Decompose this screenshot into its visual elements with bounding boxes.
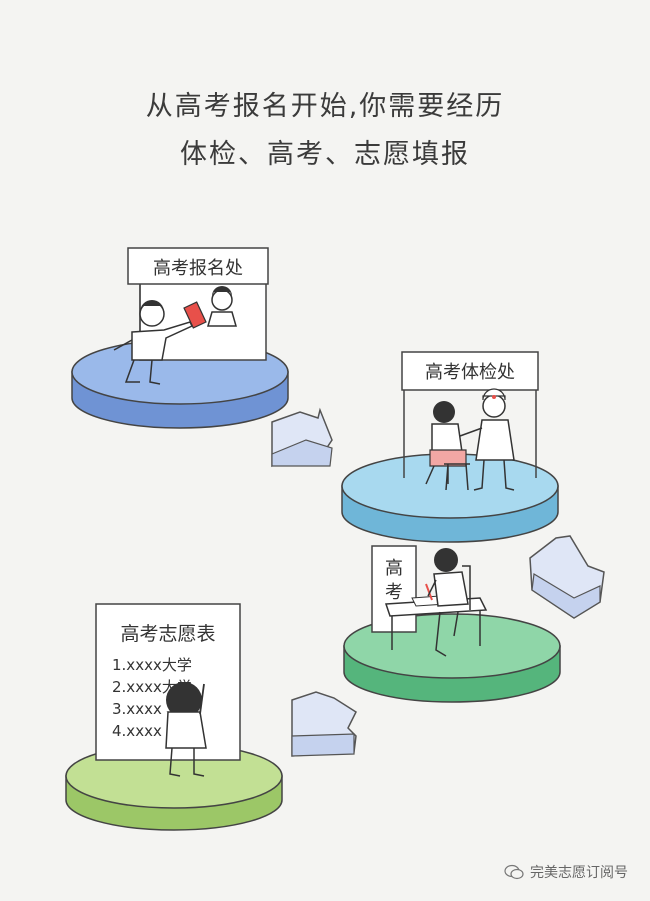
exam-sign-char-1: 高 xyxy=(385,558,403,579)
form-child xyxy=(165,682,207,777)
platform-checkup xyxy=(341,453,559,543)
heading-line-2: 体检、高考、志愿填报 xyxy=(180,139,470,170)
form-item-1: 1.xxxx大学 xyxy=(112,656,192,674)
exam-sign: 高考 xyxy=(385,558,403,603)
checkup-booth xyxy=(401,351,539,491)
form-title: 高考志愿表 xyxy=(120,623,215,645)
heading-line-1: 从高考报名开始,你需要经历 xyxy=(145,91,505,122)
watermark-text: 完美志愿订阅号 xyxy=(530,865,628,881)
arrow-2 xyxy=(529,535,605,619)
exam-scene xyxy=(371,545,488,657)
arrow-1 xyxy=(271,407,333,468)
wechat-icon xyxy=(504,864,524,880)
exam-sign-char-2: 考 xyxy=(385,582,403,603)
checkup-sign: 高考体检处 xyxy=(425,362,515,383)
registration-sign: 高考报名处 xyxy=(153,258,243,279)
form-item-3: 3.xxxx xyxy=(112,700,162,718)
arrow-3 xyxy=(291,691,357,757)
registration-booth xyxy=(113,247,269,385)
watermark: 完美志愿订阅号 xyxy=(504,862,628,882)
form-item-4: 4.xxxx xyxy=(112,722,162,740)
